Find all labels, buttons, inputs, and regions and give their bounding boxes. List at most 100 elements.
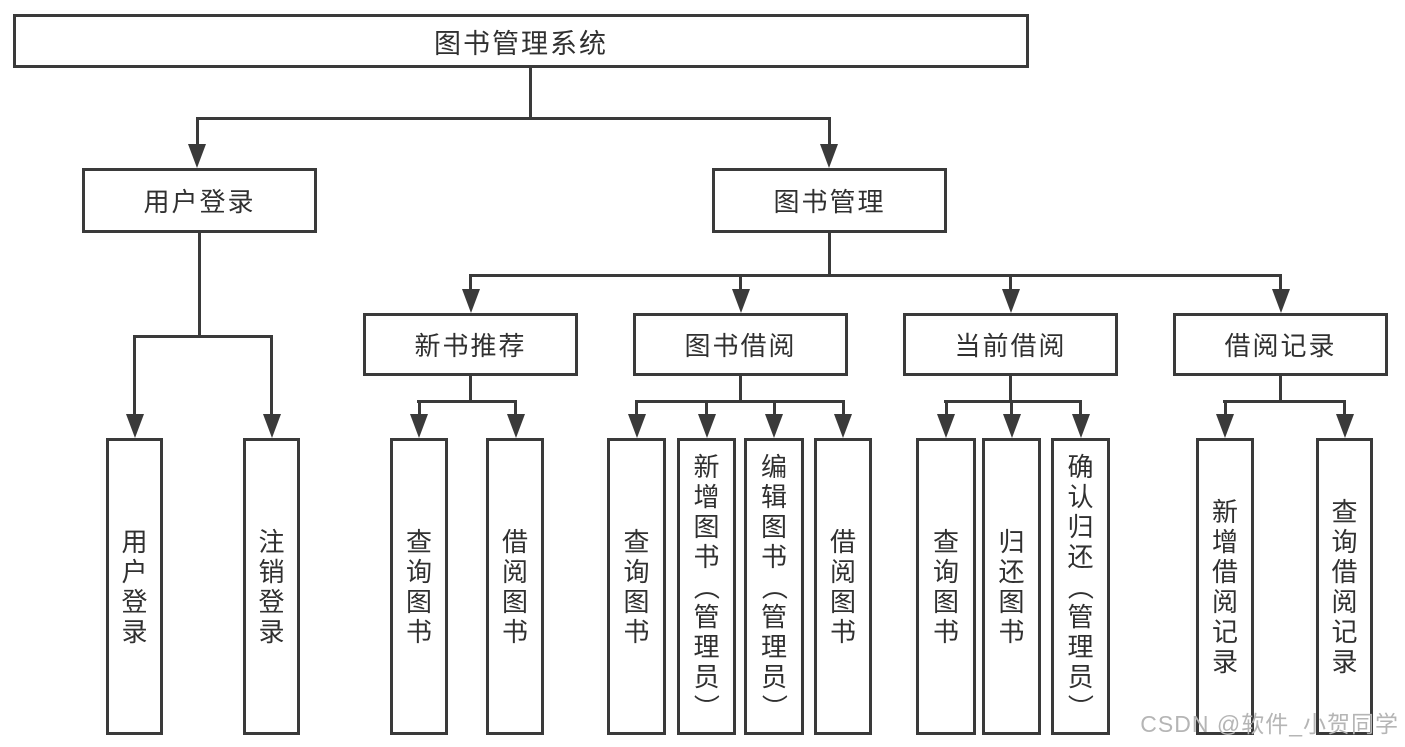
connector-line (705, 400, 708, 421)
node-label: 图书管理系统 (434, 28, 608, 59)
vertical-label-char: 书 (829, 616, 856, 647)
leaf-edit-book-admin: 编辑图书（管理员） (744, 438, 804, 735)
vertical-label-char: 录 (121, 616, 148, 647)
node-current-borrowing: 当前借阅 (903, 313, 1118, 376)
arrowhead-icon (628, 414, 646, 438)
connector-line (133, 335, 273, 338)
vertical-label-char: （ (691, 573, 722, 600)
vertical-label-char: ） (758, 693, 789, 720)
vertical-label-char: 销 (258, 556, 285, 587)
vertical-label-char: 阅 (829, 556, 856, 587)
vertical-label-char: 户 (121, 556, 148, 587)
arrowhead-icon (1272, 289, 1290, 313)
vertical-label-char: 书 (623, 616, 650, 647)
connector-line (635, 400, 844, 403)
watermark-text: CSDN @软件_小贺同学 (1140, 711, 1399, 737)
vertical-label-char: 询 (405, 556, 432, 587)
vertical-label-char: 图 (405, 586, 432, 617)
connector-line (635, 400, 638, 421)
vertical-label-char: 借 (1331, 556, 1358, 587)
vertical-label-char: 询 (1331, 526, 1358, 557)
vertical-label-char: 图 (829, 586, 856, 617)
leaf-logout: 注销登录 (243, 438, 300, 735)
arrowhead-icon (263, 414, 281, 438)
arrowhead-icon (462, 289, 480, 313)
vertical-label-char: （ (1065, 573, 1096, 600)
connector-line (842, 400, 845, 421)
vertical-label-char: 借 (501, 526, 528, 557)
leaf-recommend-borrow-book: 借阅图书 (486, 438, 544, 735)
vertical-label-char: 理 (693, 631, 720, 662)
vertical-label-char: 查 (623, 526, 650, 557)
connector-line (773, 400, 776, 421)
leaf-return-book: 归还图书 (982, 438, 1041, 735)
vertical-label-char: 录 (1211, 646, 1238, 677)
connector-line (1009, 274, 1012, 296)
connector-line (1009, 376, 1012, 402)
connector-line (469, 376, 472, 402)
vertical-label-char: 图 (693, 511, 720, 542)
vertical-label-char: 书 (998, 616, 1025, 647)
arrowhead-icon (507, 414, 525, 438)
vertical-label-char: 编 (760, 451, 787, 482)
vertical-label-char: 图 (623, 586, 650, 617)
vertical-label-char: 归 (998, 526, 1025, 557)
vertical-label-char: 增 (1211, 526, 1238, 557)
vertical-label-char: 理 (1067, 631, 1094, 662)
vertical-label-char: 录 (1331, 646, 1358, 677)
node-borrowing-records: 借阅记录 (1173, 313, 1388, 376)
arrowhead-icon (732, 289, 750, 313)
vertical-label-char: 管 (760, 601, 787, 632)
arrowhead-icon (410, 414, 428, 438)
connector-line (1343, 400, 1346, 421)
node-book-management: 图书管理 (712, 168, 947, 233)
vertical-label-char: 登 (121, 586, 148, 617)
vertical-label-char: 询 (623, 556, 650, 587)
vertical-label-char: 询 (932, 556, 959, 587)
connector-line (1279, 376, 1282, 402)
arrowhead-icon (937, 414, 955, 438)
leaf-borrow-book: 借阅图书 (814, 438, 872, 735)
connector-line (1079, 400, 1082, 421)
vertical-label-char: 增 (693, 481, 720, 512)
arrowhead-icon (765, 414, 783, 438)
vertical-label-char: 借 (1211, 556, 1238, 587)
leaf-recommend-query-book: 查询图书 (390, 438, 448, 735)
vertical-label-char: 记 (1211, 616, 1238, 647)
vertical-label-char: 阅 (501, 556, 528, 587)
connector-line (945, 400, 948, 421)
leaf-add-book-admin: 新增图书（管理员） (677, 438, 736, 735)
leaf-query-borrow-record: 查询借阅记录 (1316, 438, 1373, 735)
vertical-label-char: 还 (1067, 541, 1094, 572)
arrowhead-icon (126, 414, 144, 438)
vertical-label-char: 图 (501, 586, 528, 617)
connector-line (828, 117, 831, 150)
connector-line (739, 376, 742, 402)
vertical-label-char: 记 (1331, 616, 1358, 647)
vertical-label-char: （ (758, 573, 789, 600)
leaf-add-borrow-record: 新增借阅记录 (1196, 438, 1254, 735)
vertical-label-char: 图 (760, 511, 787, 542)
arrowhead-icon (698, 414, 716, 438)
leaf-borrow-query-book: 查询图书 (607, 438, 666, 735)
arrowhead-icon (188, 144, 206, 168)
vertical-label-char: 查 (932, 526, 959, 557)
connector-line (828, 233, 831, 276)
arrowhead-icon (820, 144, 838, 168)
vertical-label-char: 图 (998, 586, 1025, 617)
vertical-label-char: 管 (693, 601, 720, 632)
vertical-label-char: 书 (760, 541, 787, 572)
connector-line (1223, 400, 1345, 403)
vertical-label-char: 还 (998, 556, 1025, 587)
connector-line (529, 68, 532, 118)
vertical-label-char: 用 (121, 526, 148, 557)
vertical-label-char: 认 (1067, 481, 1094, 512)
vertical-label-char: 书 (932, 616, 959, 647)
node-label: 图书借阅 (684, 331, 797, 361)
vertical-label-char: 查 (405, 526, 432, 557)
node-user-login: 用户登录 (82, 168, 317, 233)
connector-line (196, 117, 199, 150)
connector-line (469, 274, 1282, 277)
connector-line (418, 400, 421, 421)
